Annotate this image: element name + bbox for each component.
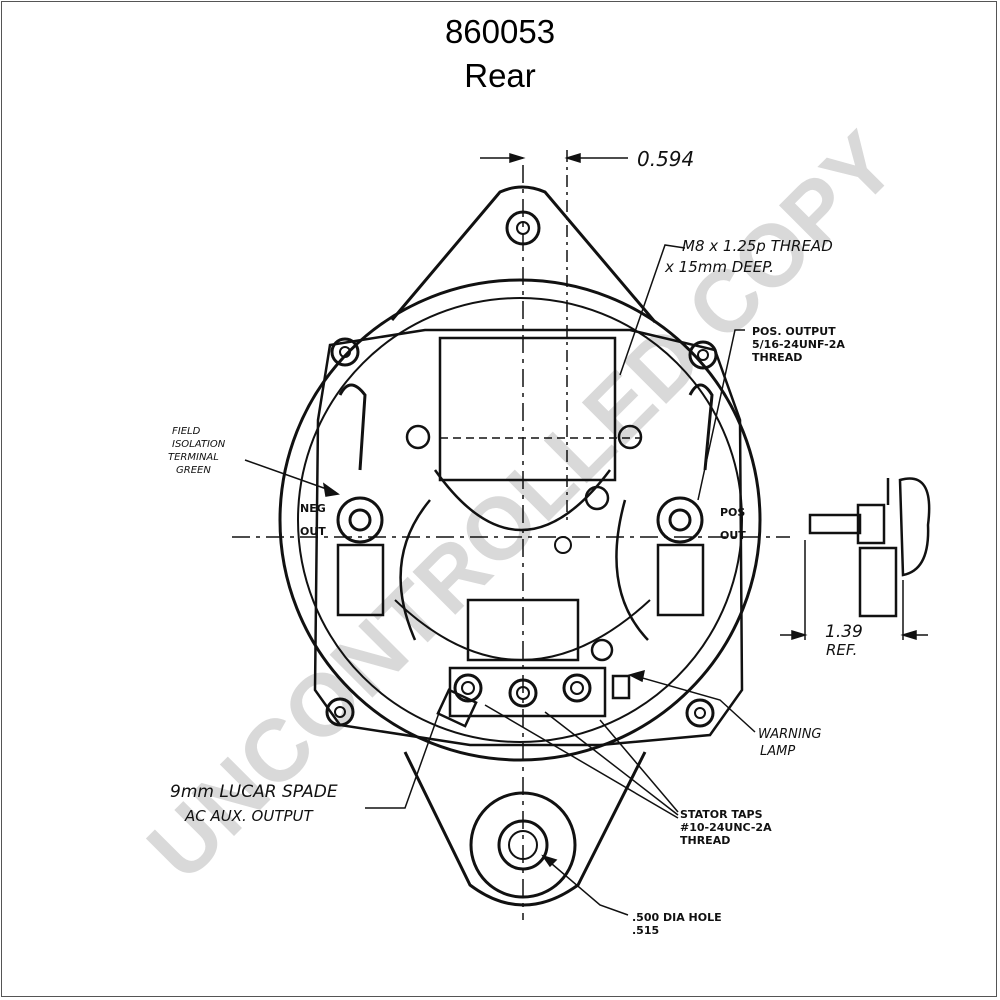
field-line2: ISOLATION xyxy=(172,439,226,450)
terminal-plate xyxy=(448,666,607,718)
alternator-outline xyxy=(278,185,931,907)
stator-tap-3 xyxy=(562,673,592,703)
pos-out-line2: OUT xyxy=(720,529,746,542)
neg-terminal-body xyxy=(336,543,385,617)
brush-screw-right xyxy=(617,424,643,450)
dim-top-offset: 0.594 xyxy=(637,147,694,171)
field-line3: TERMINAL xyxy=(168,452,219,463)
inner-housing xyxy=(297,297,743,743)
dim-side-offset-ref: REF. xyxy=(826,641,857,659)
lucar-spade xyxy=(436,688,478,728)
pos-out-line1: POS xyxy=(720,506,745,519)
view-label: Rear xyxy=(464,57,536,94)
brush-screw-left xyxy=(405,424,431,450)
hole-dia-line1: .500 DIA HOLE xyxy=(632,911,722,924)
watermark-text: UNCONTROLLED COPY xyxy=(128,113,914,899)
bolt-top-left xyxy=(330,337,360,367)
bolt-bottom-left xyxy=(325,697,355,727)
side-terminal-cover xyxy=(898,477,931,577)
rectifier-frame xyxy=(313,328,744,747)
center-screw xyxy=(554,536,572,554)
side-terminal-stud xyxy=(808,513,862,535)
pos-terminal-nut xyxy=(656,496,704,544)
neg-out-line1: NEG xyxy=(300,502,326,515)
dim-side-offset: 1.39 xyxy=(825,622,863,642)
dimension-lines xyxy=(232,150,928,920)
lower-mounting-lug xyxy=(403,751,647,907)
warning-lamp-line2: LAMP xyxy=(760,744,795,759)
side-terminal-nut xyxy=(856,503,886,545)
warning-lamp-screw xyxy=(590,638,614,662)
hole-dia-line2: .515 xyxy=(632,924,659,937)
bolt-top-right xyxy=(688,340,718,370)
pos-terminal-body xyxy=(656,543,705,617)
main-housing xyxy=(278,278,762,762)
stator-taps-line1: STATOR TAPS xyxy=(680,808,763,821)
pos-output-line3: THREAD xyxy=(752,351,802,364)
bolt-bottom-right xyxy=(685,698,715,728)
neg-terminal-nut xyxy=(336,496,384,544)
spade-line2: AC AUX. OUTPUT xyxy=(184,807,315,825)
field-line1: FIELD xyxy=(172,426,201,437)
spade-line1: 9mm LUCAR SPADE xyxy=(170,782,338,802)
pos-output-line1: POS. OUTPUT xyxy=(752,325,836,338)
pos-output-line2: 5/16-24UNF-2A xyxy=(752,338,845,351)
right-wire-loop xyxy=(688,383,714,471)
warning-lamp-line1: WARNING xyxy=(758,727,822,742)
regulator-window xyxy=(438,336,617,482)
stator-taps-line3: THREAD xyxy=(680,834,730,847)
stator-tap-1 xyxy=(453,673,483,703)
warning-lamp-spade xyxy=(611,674,631,700)
side-terminal-body xyxy=(858,546,898,618)
stator-taps-line2: #10-24UNC-2A xyxy=(680,821,772,834)
diode-screw xyxy=(584,485,610,511)
left-wire-loop xyxy=(338,383,367,471)
field-wire xyxy=(399,499,431,641)
part-number-title: 860053 xyxy=(444,13,556,50)
upper-mounting-lug xyxy=(390,185,657,323)
right-wire xyxy=(615,499,649,641)
field-line4: GREEN xyxy=(176,465,211,476)
mount-thread-line1: M8 x 1.25p THREAD xyxy=(682,237,833,255)
neg-out-line2: OUT xyxy=(300,525,326,538)
mount-thread-line2: x 15mm DEEP. xyxy=(664,258,774,276)
